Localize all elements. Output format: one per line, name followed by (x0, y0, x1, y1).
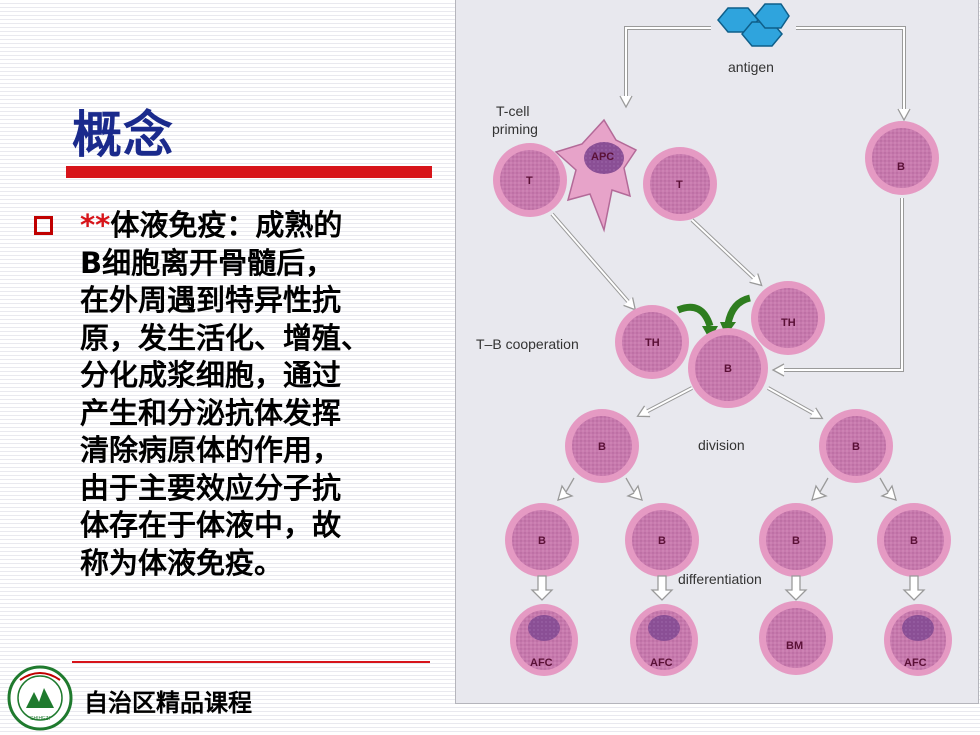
bullet-line: 清除病原体的作用， (80, 433, 342, 467)
b-cell-division-right-icon (819, 409, 893, 483)
title-underline-bar (66, 166, 432, 178)
footer-divider (72, 661, 430, 663)
apc-cell-icon (554, 118, 638, 233)
tcell-priming-label-2: priming (492, 121, 538, 137)
bullet-text: **体液免疫：成熟的 B细胞离开骨髓后， 在外周遇到特异性抗 原，发生活化、增殖… (80, 207, 440, 582)
antigen-label: antigen (728, 59, 774, 75)
cell-label-b-center: B (724, 363, 732, 375)
bullet-line-text: 体液免疫：成熟的 (110, 208, 343, 242)
b-cell-row-3-icon (759, 503, 833, 577)
footer-course-label: 自治区精品课程 (84, 689, 252, 717)
t-cell-right-icon (643, 147, 717, 221)
differentiation-label: differentiation (678, 571, 762, 587)
bullet-line: 体存在于体液中，故 (80, 508, 342, 542)
bullet-line: **体液免疫：成熟的 (80, 207, 440, 245)
green-signal-arrow-icon (676, 303, 714, 328)
cell-label-b-div-left: B (598, 441, 606, 453)
antigen-hexagon-icon (717, 3, 790, 47)
cell-label-afc-2: AFC (650, 657, 673, 669)
bullet-line: 分化成浆细胞，通过 (80, 358, 342, 392)
cell-label-b-row2: B (658, 535, 666, 547)
afc-cell-1-icon (510, 604, 578, 676)
th-cell-left-icon (615, 305, 689, 379)
cell-label-b-div-right: B (852, 441, 860, 453)
b-cell-row-1-icon (505, 503, 579, 577)
bullet-square-icon (34, 216, 53, 235)
cell-label-t-right: T (676, 179, 683, 191)
bullet-line: 在外周遇到特异性抗 (80, 283, 342, 317)
afc-cell-4-icon (884, 604, 952, 676)
bullet-line: 由于主要效应分子抗 (80, 470, 342, 505)
bullet-line: 产生和分泌抗体发挥 (80, 395, 342, 430)
cell-label-t-left: T (526, 175, 533, 187)
memory-b-cell-icon (759, 601, 833, 675)
cell-label-afc-1: AFC (530, 657, 553, 669)
b-cell-division-left-icon (565, 409, 639, 483)
tb-cooperation-label: T–B cooperation (476, 336, 579, 352)
t-cell-left-icon (493, 143, 567, 217)
b-cell-top-icon (865, 121, 939, 195)
cell-label-b-row1: B (538, 535, 546, 547)
b-cell-center-icon (688, 328, 768, 408)
cell-label-th-left: TH (645, 337, 660, 349)
b-cell-row-2-icon (625, 503, 699, 577)
bullet-line: B细胞离开骨髓后， (80, 245, 335, 280)
university-logo-icon: SHIHEZI (7, 665, 73, 731)
cell-label-b-row3: B (792, 535, 800, 547)
division-label: division (698, 437, 745, 453)
bullet-star-prefix: ** (80, 208, 111, 242)
svg-text:SHIHEZI: SHIHEZI (30, 716, 50, 722)
th-cell-right-icon (751, 281, 825, 355)
b-cell-row-4-icon (877, 503, 951, 577)
afc-cell-2-icon (630, 604, 698, 676)
cell-label-afc-4: AFC (904, 657, 927, 669)
diagram-canvas: antigen T-cell priming APC T T B T–B coo… (476, 3, 952, 676)
bullet-line: 称为体液免疫。 (80, 545, 284, 580)
cell-label-apc: APC (591, 151, 614, 163)
cell-label-th-right: TH (781, 317, 796, 329)
cell-label-b-row4: B (910, 535, 918, 547)
cell-label-b-top: B (897, 161, 905, 173)
tcell-priming-label-1: T-cell (496, 103, 529, 119)
green-signal-arrow-icon (724, 294, 751, 325)
slide-title: 概念 (72, 106, 174, 164)
bullet-line: 原，发生活化、增殖、 (80, 320, 371, 355)
cell-label-bm: BM (786, 640, 803, 652)
humoral-immunity-figure: antigen T-cell priming APC T T B T–B coo… (455, 0, 979, 704)
